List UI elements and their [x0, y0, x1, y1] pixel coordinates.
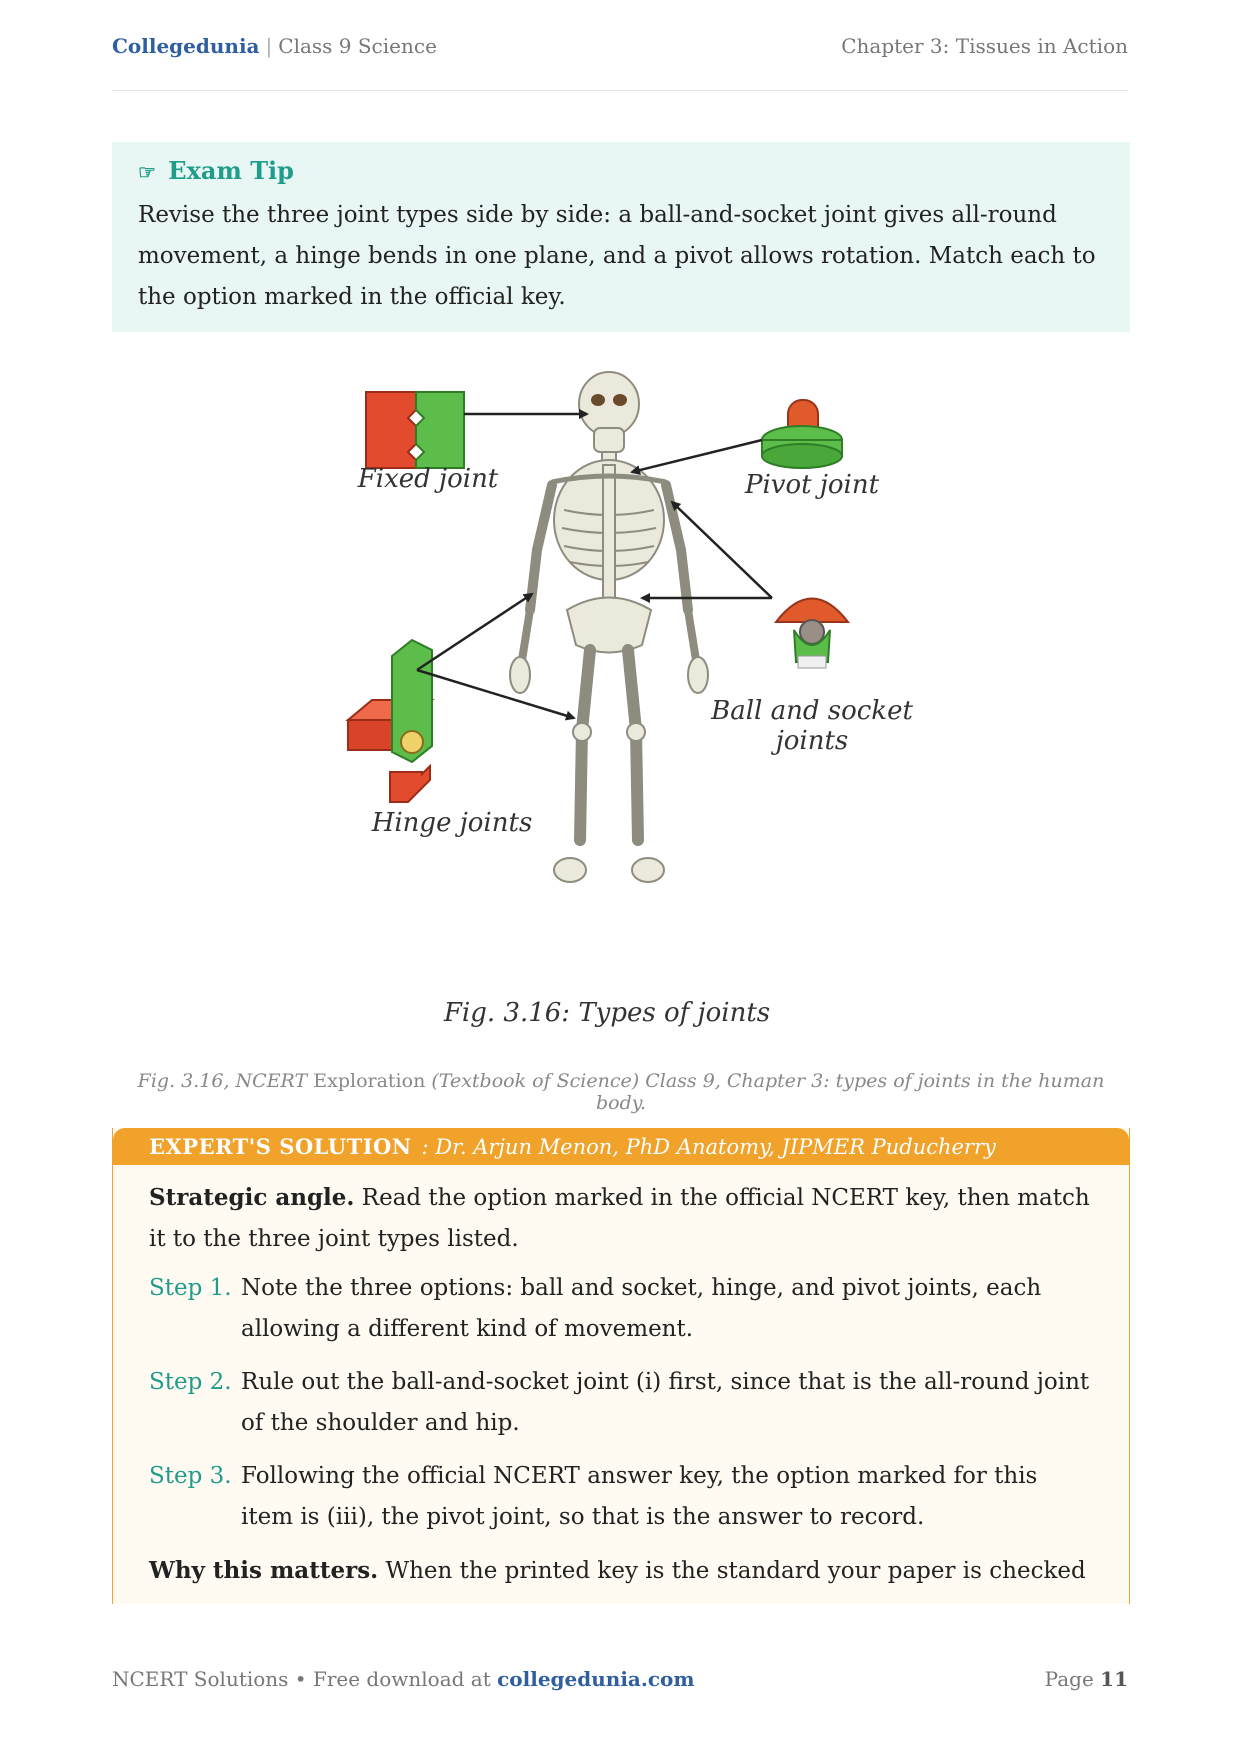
exam-tip-title: ☞ Exam Tip — [138, 156, 1104, 185]
label-ball-socket-line2: joints — [775, 726, 849, 756]
expert-solution-box: EXPERT'S SOLUTION : Dr. Arjun Menon, PhD … — [112, 1128, 1130, 1604]
exam-tip-box: ☞ Exam Tip Revise the three joint types … — [112, 142, 1130, 332]
step-text: Note the three options: ball and socket,… — [241, 1275, 1042, 1342]
hinge-joint-model — [345, 638, 435, 803]
pivot-joint-model — [761, 399, 843, 469]
step-label: Step 3. — [149, 1463, 232, 1489]
left-forearm — [518, 606, 534, 664]
why-label: Why this matters. — [149, 1557, 379, 1584]
joints-figure: Fixed joint Pivot joint Ball and socket … — [112, 370, 1130, 1030]
right-knee — [626, 722, 646, 742]
fixed-joint-model — [365, 391, 465, 469]
page-footer: NCERT Solutions • Free download at colle… — [112, 1667, 1128, 1691]
why-text: When the printed key is the standard you… — [378, 1558, 1086, 1584]
left-foot — [553, 857, 587, 883]
step-item: Step 1. Note the three options: ball and… — [149, 1268, 1093, 1350]
clavicles — [551, 473, 667, 485]
source-part2: Exploration — [307, 1070, 432, 1092]
page-number-value: 11 — [1100, 1667, 1128, 1691]
left-knee — [572, 722, 592, 742]
right-foot — [631, 857, 665, 883]
step-label: Step 2. — [149, 1369, 232, 1395]
skeleton-illustration — [345, 371, 851, 883]
step-item: Step 3. Following the official NCERT ans… — [149, 1456, 1093, 1538]
strategic-angle-text: Read the option marked in the official N… — [149, 1185, 1090, 1252]
page-number: Page 11 — [1045, 1667, 1128, 1691]
left-hand — [509, 656, 531, 694]
exam-tip-title-text: Exam Tip — [168, 156, 294, 185]
right-femur-tibia — [622, 644, 644, 846]
expert-solution-author: : Dr. Arjun Menon, PhD Anatomy, JIPMER P… — [421, 1135, 996, 1159]
skull — [578, 371, 640, 437]
left-humerus — [525, 480, 557, 615]
label-hinge-joints: Hinge joints — [371, 808, 533, 838]
brand-logo[interactable]: Collegedunia — [112, 34, 260, 58]
label-pivot-joint: Pivot joint — [744, 470, 880, 500]
joint-arrows — [416, 409, 773, 721]
page-header: Collegedunia|Class 9 Science Chapter 3: … — [112, 34, 1128, 91]
expert-solution-content: Strategic angle. Read the option marked … — [113, 1165, 1129, 1592]
header-chapter: Chapter 3: Tissues in Action — [841, 34, 1128, 58]
right-hand — [687, 656, 709, 694]
ball-socket-joint-model — [773, 597, 851, 669]
why-this-matters: Why this matters. When the printed key i… — [149, 1550, 1093, 1592]
step-item: Step 2. Rule out the ball-and-socket joi… — [149, 1362, 1093, 1444]
pointing-hand-icon: ☞ — [138, 160, 156, 184]
left-eye-socket — [591, 394, 605, 406]
spine — [602, 464, 616, 616]
header-subject: Class 9 Science — [278, 34, 437, 58]
figure-caption: Fig. 3.16: Types of joints — [443, 998, 771, 1028]
label-ball-socket-line1: Ball and socket — [711, 696, 913, 726]
exam-tip-body: Revise the three joint types side by sid… — [138, 202, 1096, 310]
arrow-pivot — [630, 438, 763, 475]
right-forearm — [684, 606, 700, 664]
left-femur-tibia — [574, 644, 596, 846]
footer-text: NCERT Solutions • Free download at — [112, 1667, 498, 1691]
jaw — [593, 427, 625, 453]
right-humerus — [661, 480, 693, 615]
expert-solution-header: EXPERT'S SOLUTION : Dr. Arjun Menon, PhD … — [113, 1128, 1129, 1165]
step-label: Step 1. — [149, 1275, 232, 1301]
source-part1: Fig. 3.16, NCERT — [137, 1070, 308, 1092]
arrow-ball-shoulder — [670, 500, 773, 599]
source-part3: (Textbook of Science) Class 9, Chapter 3… — [431, 1070, 1105, 1114]
step-text: Rule out the ball-and-socket joint (i) f… — [241, 1369, 1090, 1436]
skeleton — [509, 371, 709, 883]
strategic-angle-label: Strategic angle. — [149, 1184, 355, 1211]
header-left: Collegedunia|Class 9 Science — [112, 34, 437, 58]
header-separator: | — [265, 34, 273, 58]
pelvis — [565, 596, 653, 654]
label-fixed-joint: Fixed joint — [357, 464, 499, 494]
figure-source-note: Fig. 3.16, NCERT Exploration (Textbook o… — [112, 1070, 1130, 1114]
page-label: Page — [1044, 1667, 1101, 1691]
step-text: Following the official NCERT answer key,… — [241, 1463, 1038, 1530]
arrow-hinge-knee — [416, 668, 576, 721]
label-ball-socket-joints: Ball and socket joints — [692, 696, 932, 756]
arrow-hinge-elbow — [416, 592, 534, 672]
expert-solution-title: EXPERT'S SOLUTION — [149, 1134, 412, 1159]
footer-link[interactable]: collegedunia.com — [497, 1667, 695, 1691]
right-eye-socket — [613, 394, 627, 406]
strategic-angle: Strategic angle. Read the option marked … — [149, 1177, 1093, 1260]
